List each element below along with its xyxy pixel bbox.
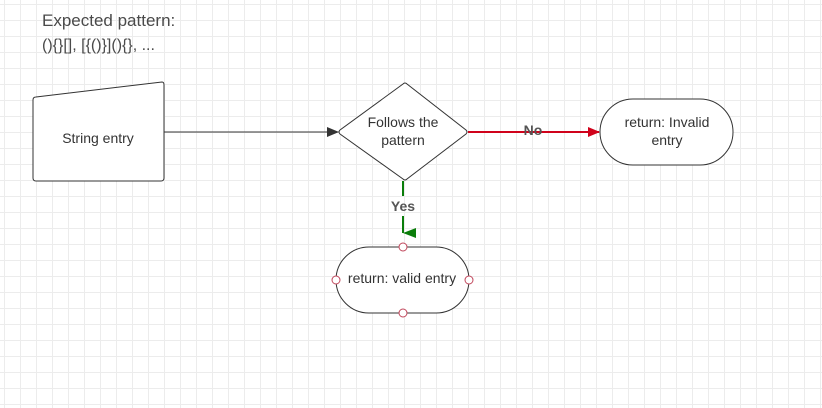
decision-diamond-shape — [338, 82, 468, 181]
connection-point-left[interactable] — [331, 275, 341, 285]
manual-input-shape — [32, 81, 165, 182]
valid-entry-node[interactable]: return: valid entry — [331, 242, 474, 318]
decision-label-line2: pattern — [381, 132, 425, 148]
invalid-label-line1: return: Invalid — [625, 114, 710, 130]
note-title[interactable]: Expected pattern: — [42, 11, 175, 30]
invalid-entry-node[interactable]: return: Invalid entry — [599, 98, 734, 166]
connection-point-right[interactable] — [464, 275, 474, 285]
string-entry-label: String entry — [62, 130, 134, 146]
note-pattern-examples[interactable]: (){}[], [{()}](){}, ... — [42, 37, 155, 54]
terminal-shape-invalid — [599, 98, 734, 166]
edge-yes-label: Yes — [391, 198, 415, 214]
invalid-label-line2: entry — [651, 132, 682, 148]
decision-label-line1: Follows the — [368, 114, 439, 130]
connection-point-top[interactable] — [398, 242, 408, 252]
decision-node[interactable]: Follows the pattern — [338, 82, 468, 181]
edge-no-label: No — [524, 122, 543, 138]
string-entry-node[interactable]: String entry — [32, 81, 165, 182]
valid-label: return: valid entry — [348, 270, 456, 286]
connection-point-bottom[interactable] — [398, 308, 408, 318]
